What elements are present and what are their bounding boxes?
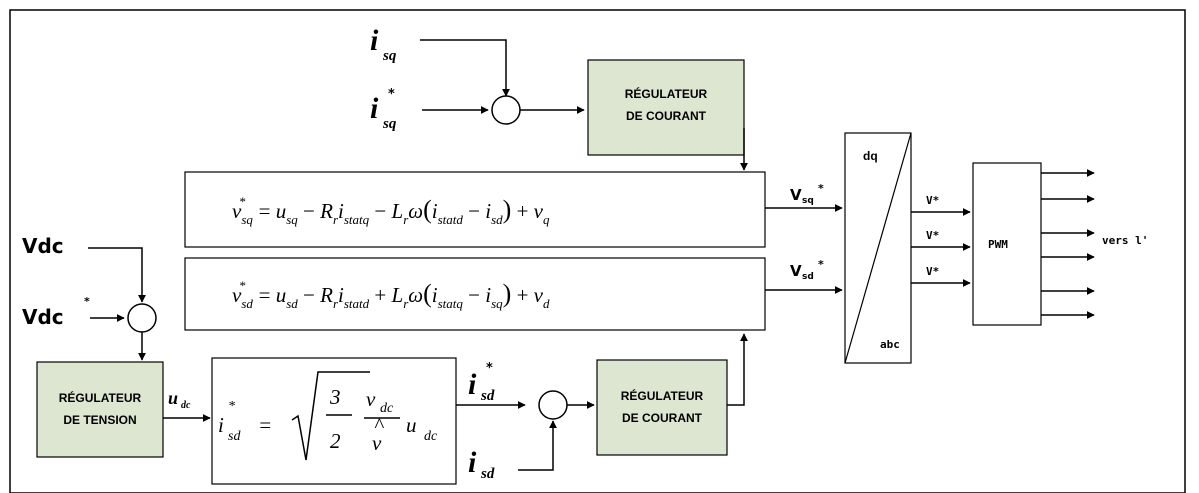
svg-text:RÉGULATEUR: RÉGULATEUR: [625, 86, 708, 101]
dq-abc-transform-block: dq abc: [844, 132, 912, 364]
svg-text:i: i: [370, 92, 379, 125]
svg-text:V: V: [790, 262, 802, 280]
vsd-equation: vsd* = usd − Rristatd + Lrω(istatq − isq…: [232, 278, 550, 311]
svg-text:sd: sd: [228, 429, 241, 444]
svg-text:DE COURANT: DE COURANT: [622, 411, 703, 425]
svg-text:i: i: [218, 413, 224, 437]
pwm-gate-outputs: [1041, 169, 1095, 319]
isd-feedback-line: [518, 420, 557, 471]
svg-text:i: i: [468, 368, 477, 401]
svg-text:*: *: [818, 258, 824, 271]
svg-text:V: V: [790, 186, 802, 204]
svg-text:i: i: [468, 446, 477, 479]
svg-text:*: *: [84, 295, 90, 308]
voltage-regulator: RÉGULATEUR DE TENSION: [36, 361, 164, 458]
summing-junction-d: [538, 390, 568, 420]
isq-reference-input: i sq *: [370, 87, 397, 132]
svg-text:3: 3: [329, 385, 341, 409]
svg-text:sd: sd: [480, 466, 495, 482]
vdc-reference-input: Vdc *: [22, 295, 90, 329]
abc-outputs: V* V* V*: [911, 194, 971, 287]
vsd-equation-box: vsd* = usd − Rristatd + Lrω(istatq − isq…: [184, 257, 766, 331]
isd-reference-equation-box: i sd * = 3 2 v dc v ^ u dc: [211, 357, 457, 485]
current-regulator-bottom-output: [727, 333, 748, 406]
summing-junction-dc: [127, 303, 157, 333]
svg-text:v: v: [366, 387, 376, 411]
svg-text:dc: dc: [181, 400, 191, 411]
svg-text:RÉGULATEUR: RÉGULATEUR: [621, 388, 704, 403]
svg-text:u: u: [406, 413, 417, 437]
pwm-block: PWM: [972, 162, 1042, 326]
vdc-feedback-input: Vdc: [22, 234, 64, 258]
svg-text:v: v: [372, 431, 382, 455]
diagram-frame: [9, 9, 1186, 493]
svg-text:*: *: [818, 182, 824, 195]
svg-text:sq: sq: [382, 48, 397, 64]
svg-text:PWM: PWM: [988, 238, 1008, 251]
svg-text:sq: sq: [802, 196, 814, 206]
isq-feedback-input: i sq: [370, 24, 397, 64]
svg-text:sd: sd: [802, 272, 814, 282]
svg-text:2: 2: [330, 429, 341, 453]
svg-text:^: ^: [374, 413, 385, 437]
vsd-output-label: V sd *: [790, 258, 824, 282]
svg-text:i: i: [370, 24, 379, 57]
current-regulator-top: RÉGULATEUR DE COURANT: [587, 59, 745, 156]
svg-text:DE COURANT: DE COURANT: [626, 109, 707, 123]
svg-text:*: *: [486, 361, 493, 376]
svg-text:dc: dc: [424, 429, 438, 444]
isd-reference-signal: i sd *: [468, 361, 495, 404]
voltage-regulator-box: [36, 361, 164, 458]
current-regulator-bottom-box: [596, 359, 728, 456]
current-regulator-top-box: [587, 59, 745, 156]
svg-text:Vdc: Vdc: [22, 305, 64, 329]
svg-text:V*: V*: [926, 194, 939, 207]
isd-reference-equation: i sd * = 3 2 v dc v ^ u dc: [218, 371, 438, 461]
svg-text:*: *: [388, 87, 395, 102]
svg-text:V*: V*: [926, 265, 939, 278]
svg-text:sd: sd: [480, 388, 495, 404]
svg-text:dc: dc: [380, 401, 394, 416]
summing-junction-q: [491, 95, 521, 125]
vsq-equation-box: vsq* = usq − Rristatq − Lrω(istatd − isd…: [184, 171, 766, 248]
vsq-output-label: V sq *: [790, 182, 824, 206]
current-regulator-bottom: RÉGULATEUR DE COURANT: [596, 359, 728, 456]
udc-label: u dc: [168, 388, 191, 411]
vdc-feedback-line: [88, 247, 146, 303]
vsq-equation: vsq* = usq − Rristatq − Lrω(istatd − isd…: [232, 194, 550, 227]
transform-dq-label: dq: [863, 149, 878, 163]
svg-text:u: u: [168, 388, 178, 408]
svg-text:=: =: [258, 413, 272, 437]
isq-feedback-line: [420, 39, 510, 97]
svg-text:sq: sq: [382, 116, 397, 132]
isd-feedback-input: i sd: [468, 446, 495, 482]
svg-text:*: *: [228, 399, 235, 414]
transform-abc-label: abc: [880, 338, 900, 351]
svg-text:DE TENSION: DE TENSION: [63, 413, 136, 427]
svg-text:V*: V*: [926, 229, 939, 242]
svg-text:RÉGULATEUR: RÉGULATEUR: [59, 390, 142, 405]
pwm-output-label: vers l': [1102, 234, 1148, 247]
